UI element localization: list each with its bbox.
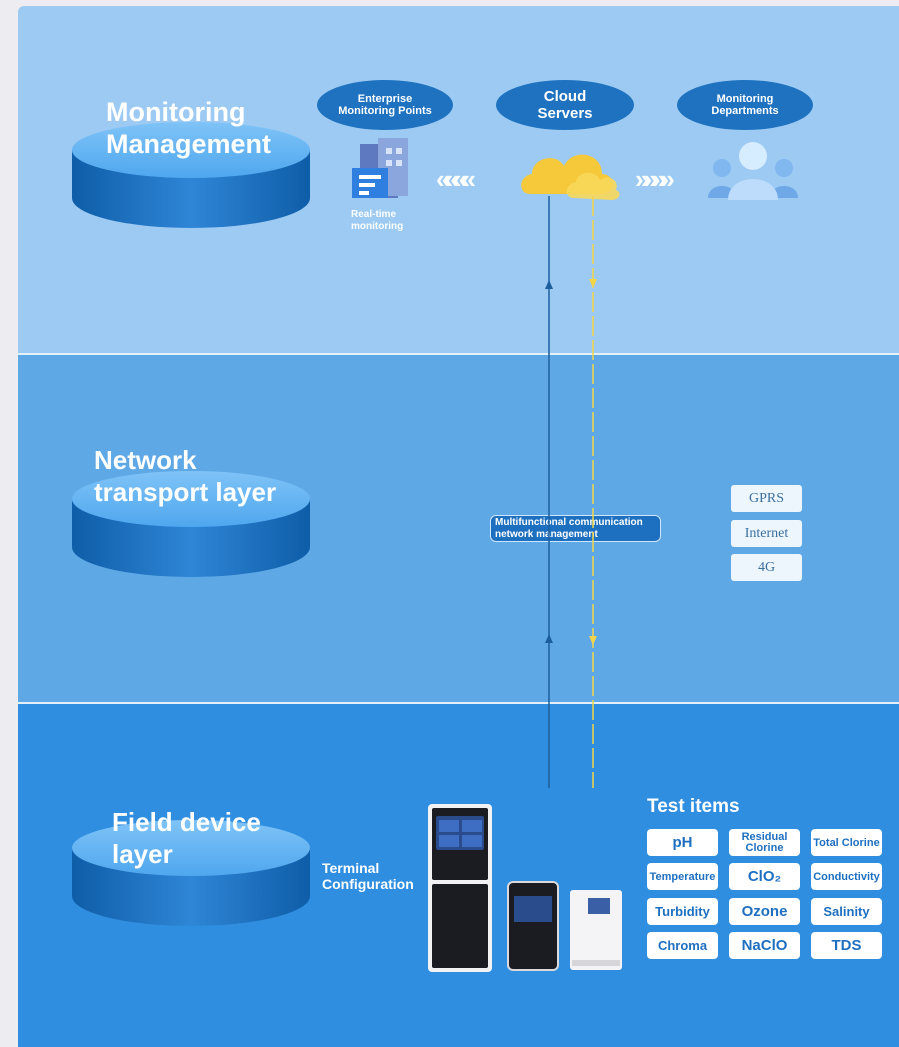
cloud-icon: [521, 154, 620, 200]
test-item-temperature: Temperature: [647, 863, 718, 890]
test-item-ozone: Ozone: [729, 898, 800, 925]
people-icon: [708, 142, 798, 200]
right-flow-arrows: »»»»: [635, 164, 675, 194]
network-tag-gprs: GPRS: [731, 485, 802, 512]
network-layer-title: Network transport layer: [94, 445, 277, 507]
test-item-conductivity: Conductivity: [811, 863, 882, 890]
monitoring-disk: [72, 122, 310, 228]
device-icon: [428, 804, 622, 972]
data-flow-lines: [545, 196, 597, 788]
building-icon: [352, 138, 408, 198]
test-item-turbidity: Turbidity: [647, 898, 718, 925]
test-item-residual-clorine: Residual Clorine: [729, 829, 800, 856]
monitoring-layer-title: Monitoring Management: [106, 97, 272, 159]
downlink-arrow: [589, 279, 597, 288]
band-divider: [18, 353, 899, 355]
network-tag-4g: 4G: [731, 554, 802, 581]
test-items-title: Test items: [647, 796, 740, 817]
test-item-clo2: ClO₂: [729, 863, 800, 890]
field-disk: [72, 820, 310, 926]
field-layer-title: Field device layer: [112, 807, 261, 869]
test-item-tds: TDS: [811, 932, 882, 959]
uplink-arrow: [545, 280, 553, 289]
left-flow-arrows: ««««: [436, 164, 476, 194]
test-item-chroma: Chroma: [647, 932, 718, 959]
network-disk: [72, 471, 310, 577]
test-item-ph: pH: [647, 829, 718, 856]
test-item-naclo: NaClO: [729, 932, 800, 959]
band-divider: [18, 702, 899, 704]
uplink-arrow: [545, 634, 553, 643]
downlink-arrow: [589, 636, 597, 645]
test-item-salinity: Salinity: [811, 898, 882, 925]
network-tag-internet: Internet: [731, 520, 802, 547]
test-item-total-clorine: Total Clorine: [811, 829, 882, 856]
